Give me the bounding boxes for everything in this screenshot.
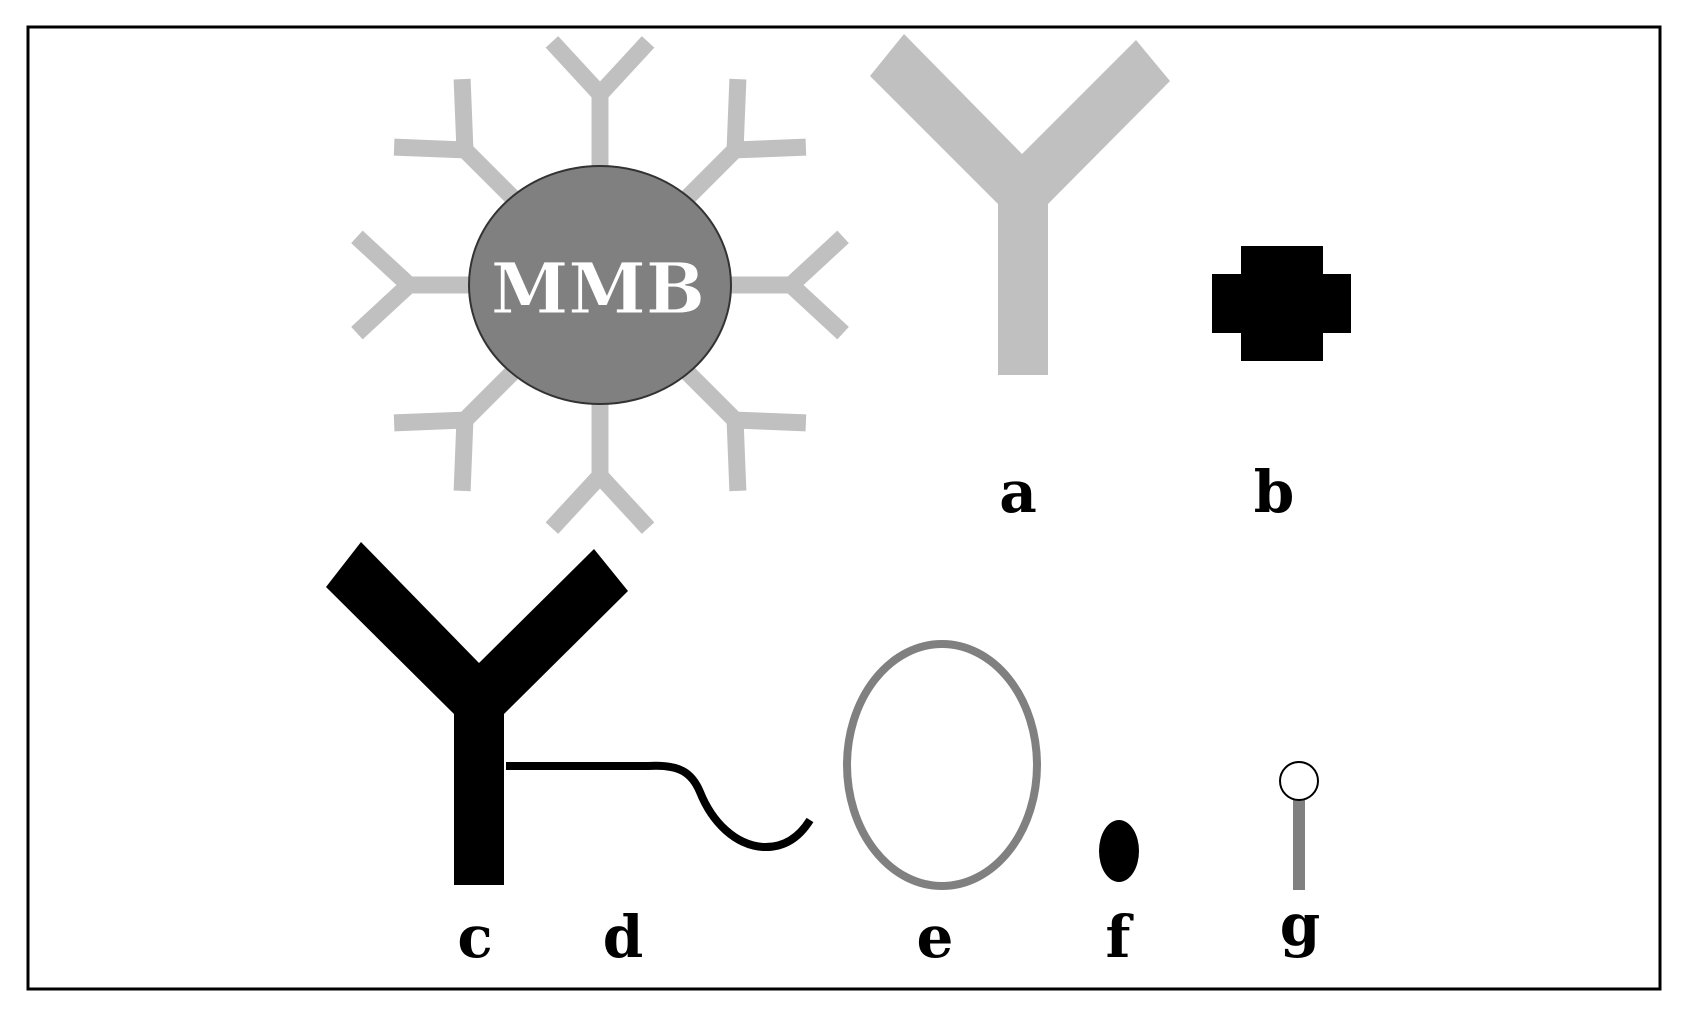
label-a: a — [999, 458, 1037, 526]
label-d: d — [603, 903, 644, 971]
black-antigen — [1212, 246, 1351, 361]
label-b: b — [1254, 458, 1295, 526]
black-dot — [1099, 820, 1139, 882]
pin-stem — [1293, 795, 1305, 890]
bead-label: MMB — [491, 247, 705, 330]
ring — [843, 640, 1041, 890]
label-c: c — [457, 903, 492, 971]
label-f: f — [1106, 903, 1135, 971]
label-g: g — [1280, 891, 1321, 959]
pin-probe — [1279, 761, 1319, 890]
black-antibody — [326, 542, 628, 885]
linker — [506, 761, 814, 852]
magnetic-bead — [468, 165, 732, 405]
light-gray-antibody — [870, 34, 1170, 375]
label-e: e — [917, 903, 954, 971]
pin-head — [1279, 761, 1319, 801]
diagram-frame — [26, 25, 1662, 991]
magnetic-bead-group: MMB — [351, 36, 849, 534]
